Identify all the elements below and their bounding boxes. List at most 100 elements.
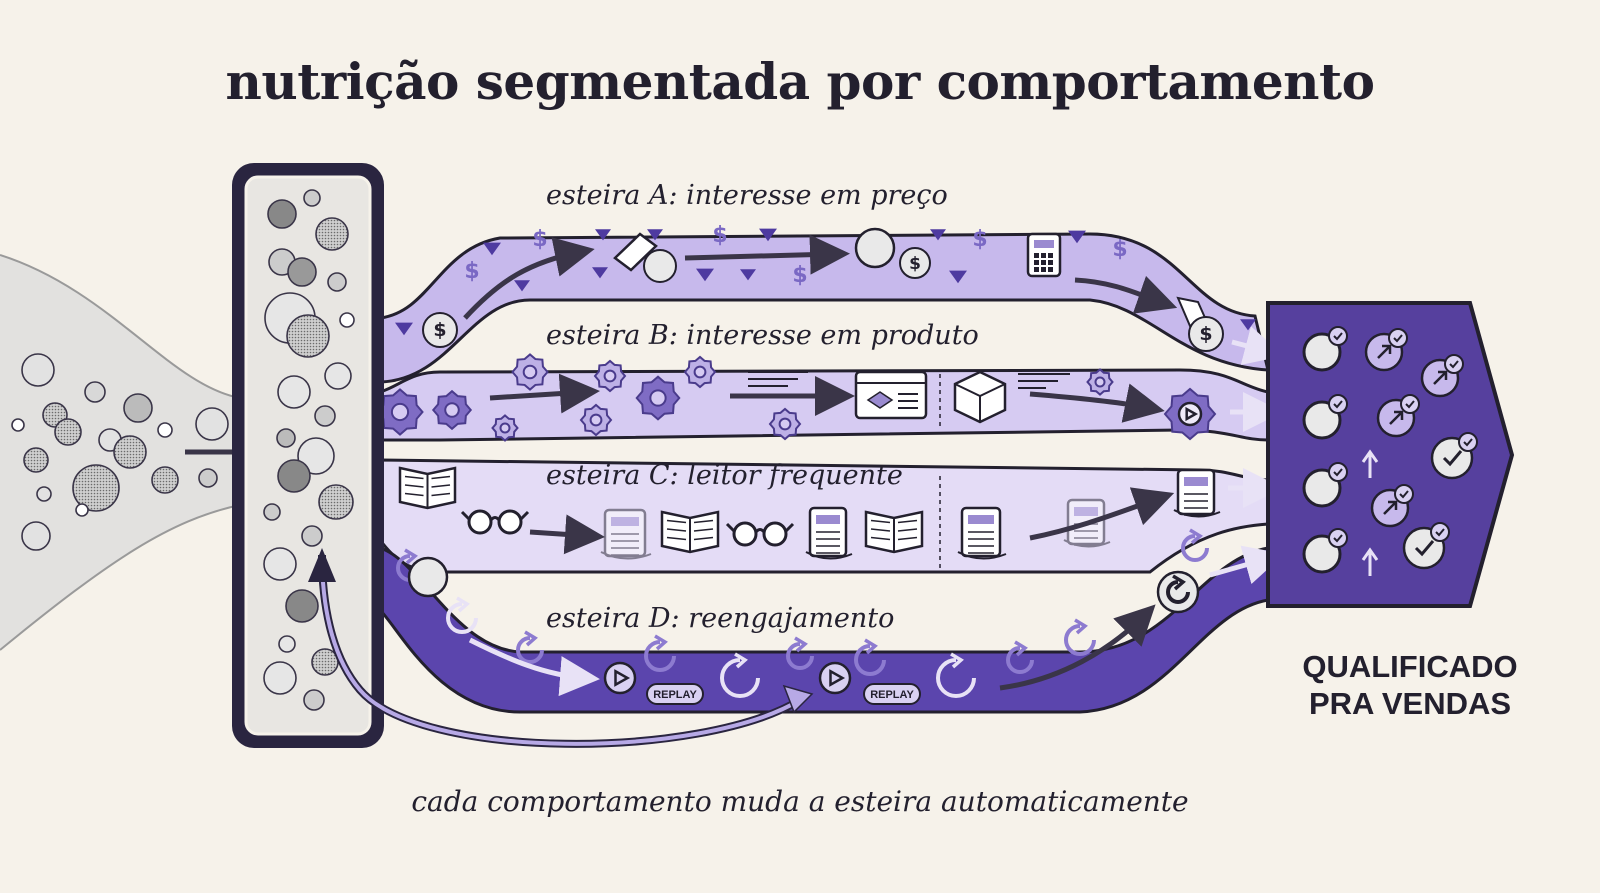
- hub-leads-group: [263, 189, 355, 711]
- refresh-icon: [1181, 528, 1209, 562]
- check-badge-icon: [1430, 522, 1450, 542]
- book-icon: [864, 510, 924, 554]
- lead-dot: [198, 468, 218, 488]
- lane-a-label: esteira A: interesse em preço: [546, 180, 948, 211]
- lead-dot: [267, 199, 297, 229]
- refresh-icon: [644, 634, 676, 672]
- lead-dot: [643, 249, 677, 283]
- play-icon: [1177, 401, 1203, 427]
- triangle-marker: [592, 267, 608, 279]
- lead-dot: [314, 405, 336, 427]
- lead-dot: [151, 466, 179, 494]
- replay-badge-icon: REPLAY: [863, 683, 921, 705]
- gear-icon: [593, 359, 627, 393]
- refresh-icon: [446, 596, 478, 634]
- flow-arrow: [1029, 487, 1175, 541]
- scroll-document-icon: [600, 508, 652, 560]
- scroll-document-icon: [957, 506, 1007, 560]
- svg-text:$: $: [909, 254, 921, 274]
- triangle-marker: [647, 229, 663, 241]
- lane-b-decorations: [376, 353, 1283, 442]
- flow-arrow: [1029, 383, 1165, 423]
- lead-dot: [277, 375, 311, 409]
- svg-text:$: $: [792, 263, 807, 288]
- browser-window-icon: [854, 370, 928, 420]
- flow-arrow: [1209, 545, 1285, 585]
- book-icon: [660, 510, 720, 554]
- svg-text:$: $: [712, 223, 727, 248]
- svg-text:$: $: [1199, 323, 1212, 345]
- refresh-icon: [786, 636, 814, 670]
- incoming-leads-group: [11, 353, 229, 551]
- currency-icon: [854, 227, 896, 269]
- lead-dot: [285, 589, 319, 623]
- gear-icon: [579, 403, 613, 437]
- glasses-icon: [460, 509, 530, 535]
- flow-arrow: [1074, 275, 1178, 314]
- lead-dot: [287, 257, 317, 287]
- price-tag-icon: [613, 232, 658, 272]
- lead-dot: [263, 547, 297, 581]
- lead-dot: [11, 418, 25, 432]
- lane-b-label: esteira B: interesse em produto: [546, 320, 979, 351]
- svg-text:$: $: [532, 227, 547, 252]
- lane-c-decorations: [398, 466, 1283, 560]
- dollar-icon: [899, 247, 931, 279]
- svg-text:$: $: [972, 227, 987, 252]
- lead-dot: [84, 381, 106, 403]
- lead-dot: [303, 689, 325, 711]
- triangle-marker: [1068, 230, 1086, 244]
- glasses-icon: [725, 521, 795, 547]
- triangle-marker: [930, 229, 946, 241]
- play-icon: [818, 661, 852, 695]
- refresh-icon: [720, 652, 760, 698]
- check-badge-icon: [1394, 484, 1414, 504]
- lead-dot: [324, 362, 352, 390]
- flow-arrow: [684, 234, 850, 275]
- qualified-label: QUALIFICADO PRA VENDAS: [1265, 648, 1555, 722]
- lead-dot: [327, 272, 347, 292]
- replay-badge-label: REPLAY: [653, 689, 697, 701]
- gear-icon: [635, 375, 681, 421]
- book-icon: [398, 466, 457, 510]
- dollar-icon: [422, 312, 458, 348]
- flow-arrow: [463, 237, 595, 320]
- check-badge-icon: [1328, 326, 1348, 346]
- flow-arrow: [489, 373, 600, 414]
- lead-dot: [72, 464, 120, 512]
- lead-dot: [113, 435, 147, 469]
- lead-dot: [36, 486, 52, 502]
- triangle-marker: [1240, 319, 1256, 331]
- footer-caption: cada comportamento muda a esteira automa…: [411, 785, 1189, 818]
- refresh-icon: [936, 652, 976, 698]
- lead-dot: [339, 312, 355, 328]
- lead-dot: [54, 418, 82, 446]
- flow-arrow: [529, 514, 605, 555]
- flow-arrow: [999, 604, 1156, 691]
- qualified-label-line1: QUALIFICADO: [1302, 649, 1518, 684]
- lead-dot: [263, 503, 281, 521]
- lead-dot: [263, 661, 297, 695]
- scroll-document-icon: [1173, 468, 1221, 518]
- dollar-icon: [1188, 316, 1224, 352]
- flow-arrow: [1231, 326, 1285, 365]
- check-badge-icon: [1458, 432, 1478, 452]
- lane-d-decorations: REPLAY REPLAY: [396, 528, 1285, 705]
- gear-icon: [491, 414, 519, 442]
- gear-icon: [431, 389, 473, 431]
- arrow-up-icon: [1361, 449, 1379, 478]
- replay-badge-icon: REPLAY: [646, 683, 704, 705]
- svg-text:$: $: [464, 259, 479, 284]
- lane-c-label: esteira C: leitor frequente: [546, 460, 903, 491]
- refresh-icon: [1064, 618, 1096, 656]
- triangle-marker: [740, 269, 756, 281]
- lead-dot: [277, 459, 311, 493]
- triangle-marker: [949, 270, 967, 284]
- check-badge-icon: [1388, 328, 1408, 348]
- lead-dot: [195, 407, 229, 441]
- lead-dot: [21, 521, 51, 551]
- triangle-marker: [514, 280, 530, 292]
- box-icon: [953, 370, 1007, 424]
